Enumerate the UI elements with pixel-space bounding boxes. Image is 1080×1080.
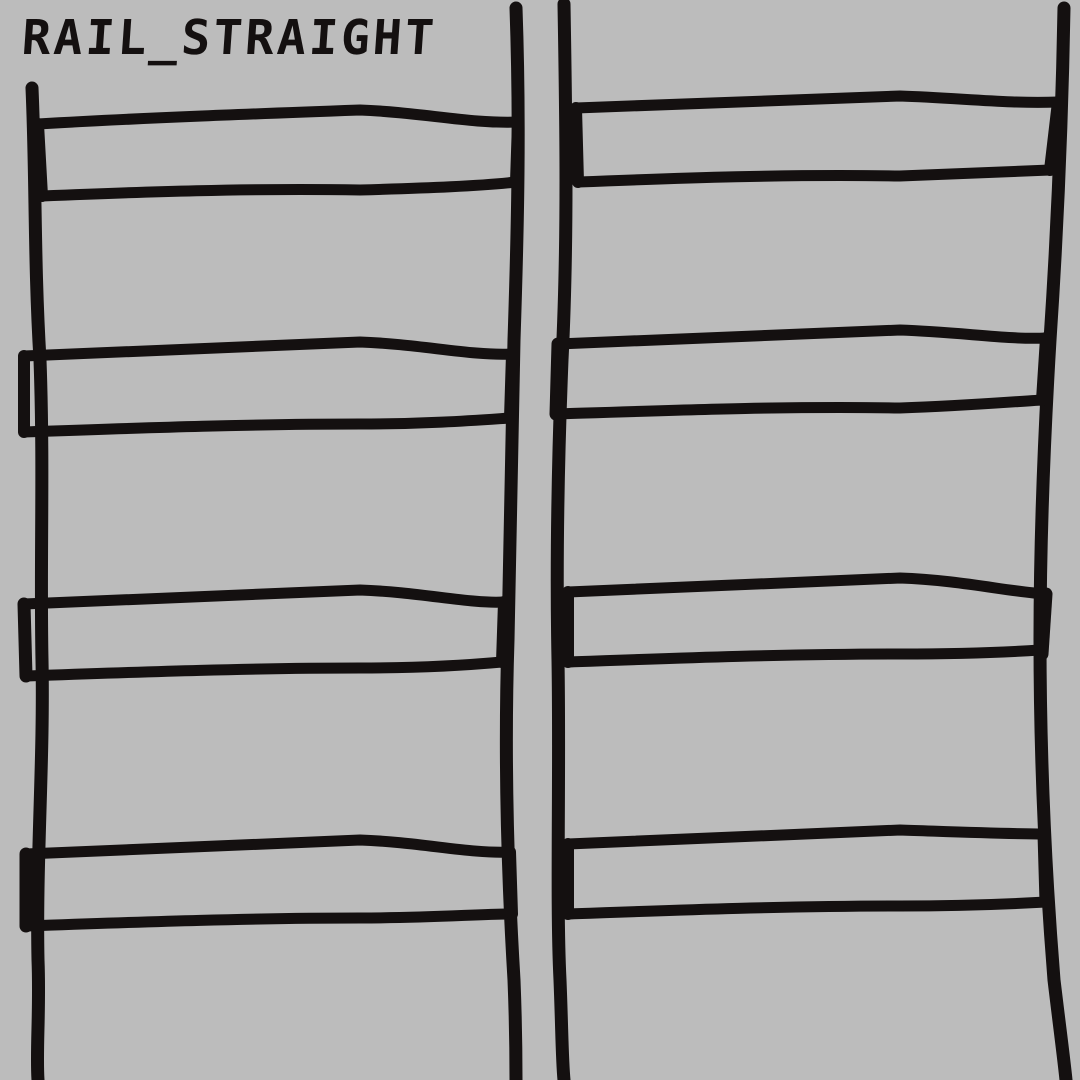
left-track-sleeper bbox=[17, 584, 510, 683]
right-track-sleeper bbox=[562, 824, 1053, 920]
right-rail-track bbox=[549, 0, 1073, 1080]
left-track-left-rail bbox=[25, 81, 49, 1080]
left-rail-track bbox=[17, 1, 525, 1080]
sketch-title: RAIL_STRAIGHT bbox=[20, 10, 439, 66]
left-track-sleeper bbox=[18, 336, 518, 438]
left-track-sleeper bbox=[19, 834, 518, 933]
right-track-left-rail bbox=[550, 0, 573, 1080]
left-track-sleeper bbox=[32, 104, 524, 202]
right-track-sleeper bbox=[570, 90, 1064, 188]
right-track-sleeper bbox=[549, 324, 1052, 421]
right-track-sleeper bbox=[562, 572, 1053, 668]
left-track-right-rail bbox=[499, 1, 525, 1080]
